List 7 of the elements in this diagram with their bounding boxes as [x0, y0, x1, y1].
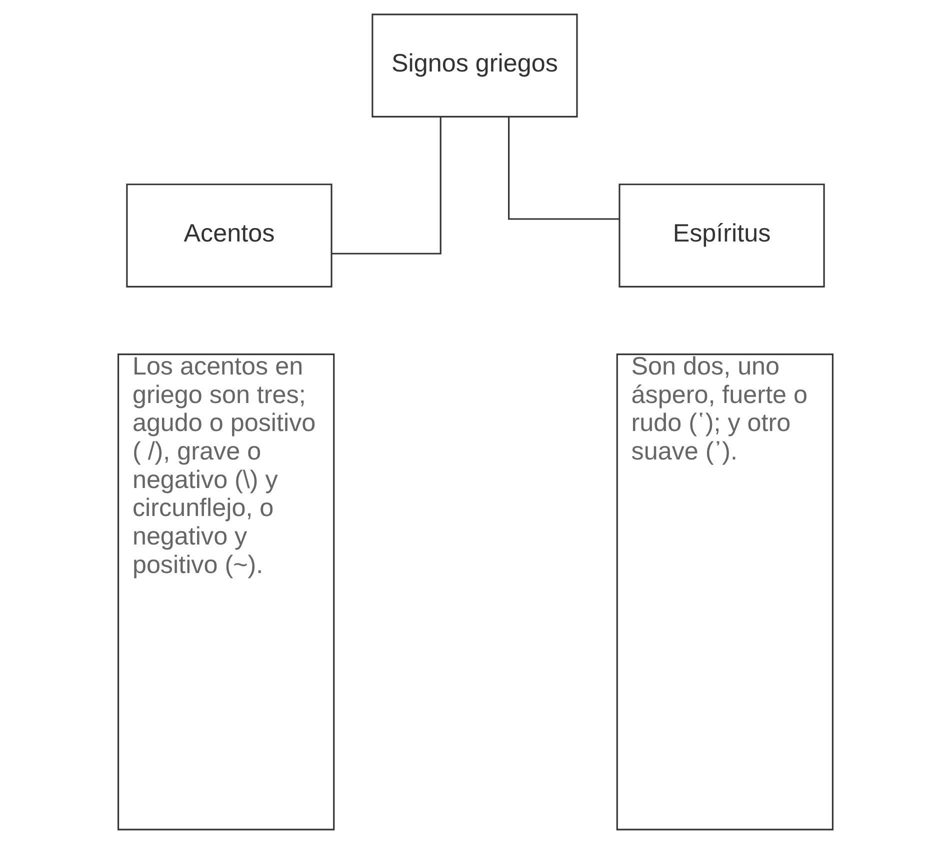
node-box: Espíritus: [618, 184, 825, 288]
node-box: Los acentos en griego son tres; agudo o positivo ( /), grave o negativo (\) y circunflejo, o negativo y positivo (~).: [118, 354, 335, 830]
connector: [332, 116, 442, 254]
node-box: Signos griegos: [372, 14, 578, 118]
node-box: Acentos: [126, 184, 332, 288]
connector: [508, 117, 620, 220]
node-box: Son dos, uno áspero, fuerte o rudo (῾); y otro suave (᾿).: [616, 354, 834, 830]
